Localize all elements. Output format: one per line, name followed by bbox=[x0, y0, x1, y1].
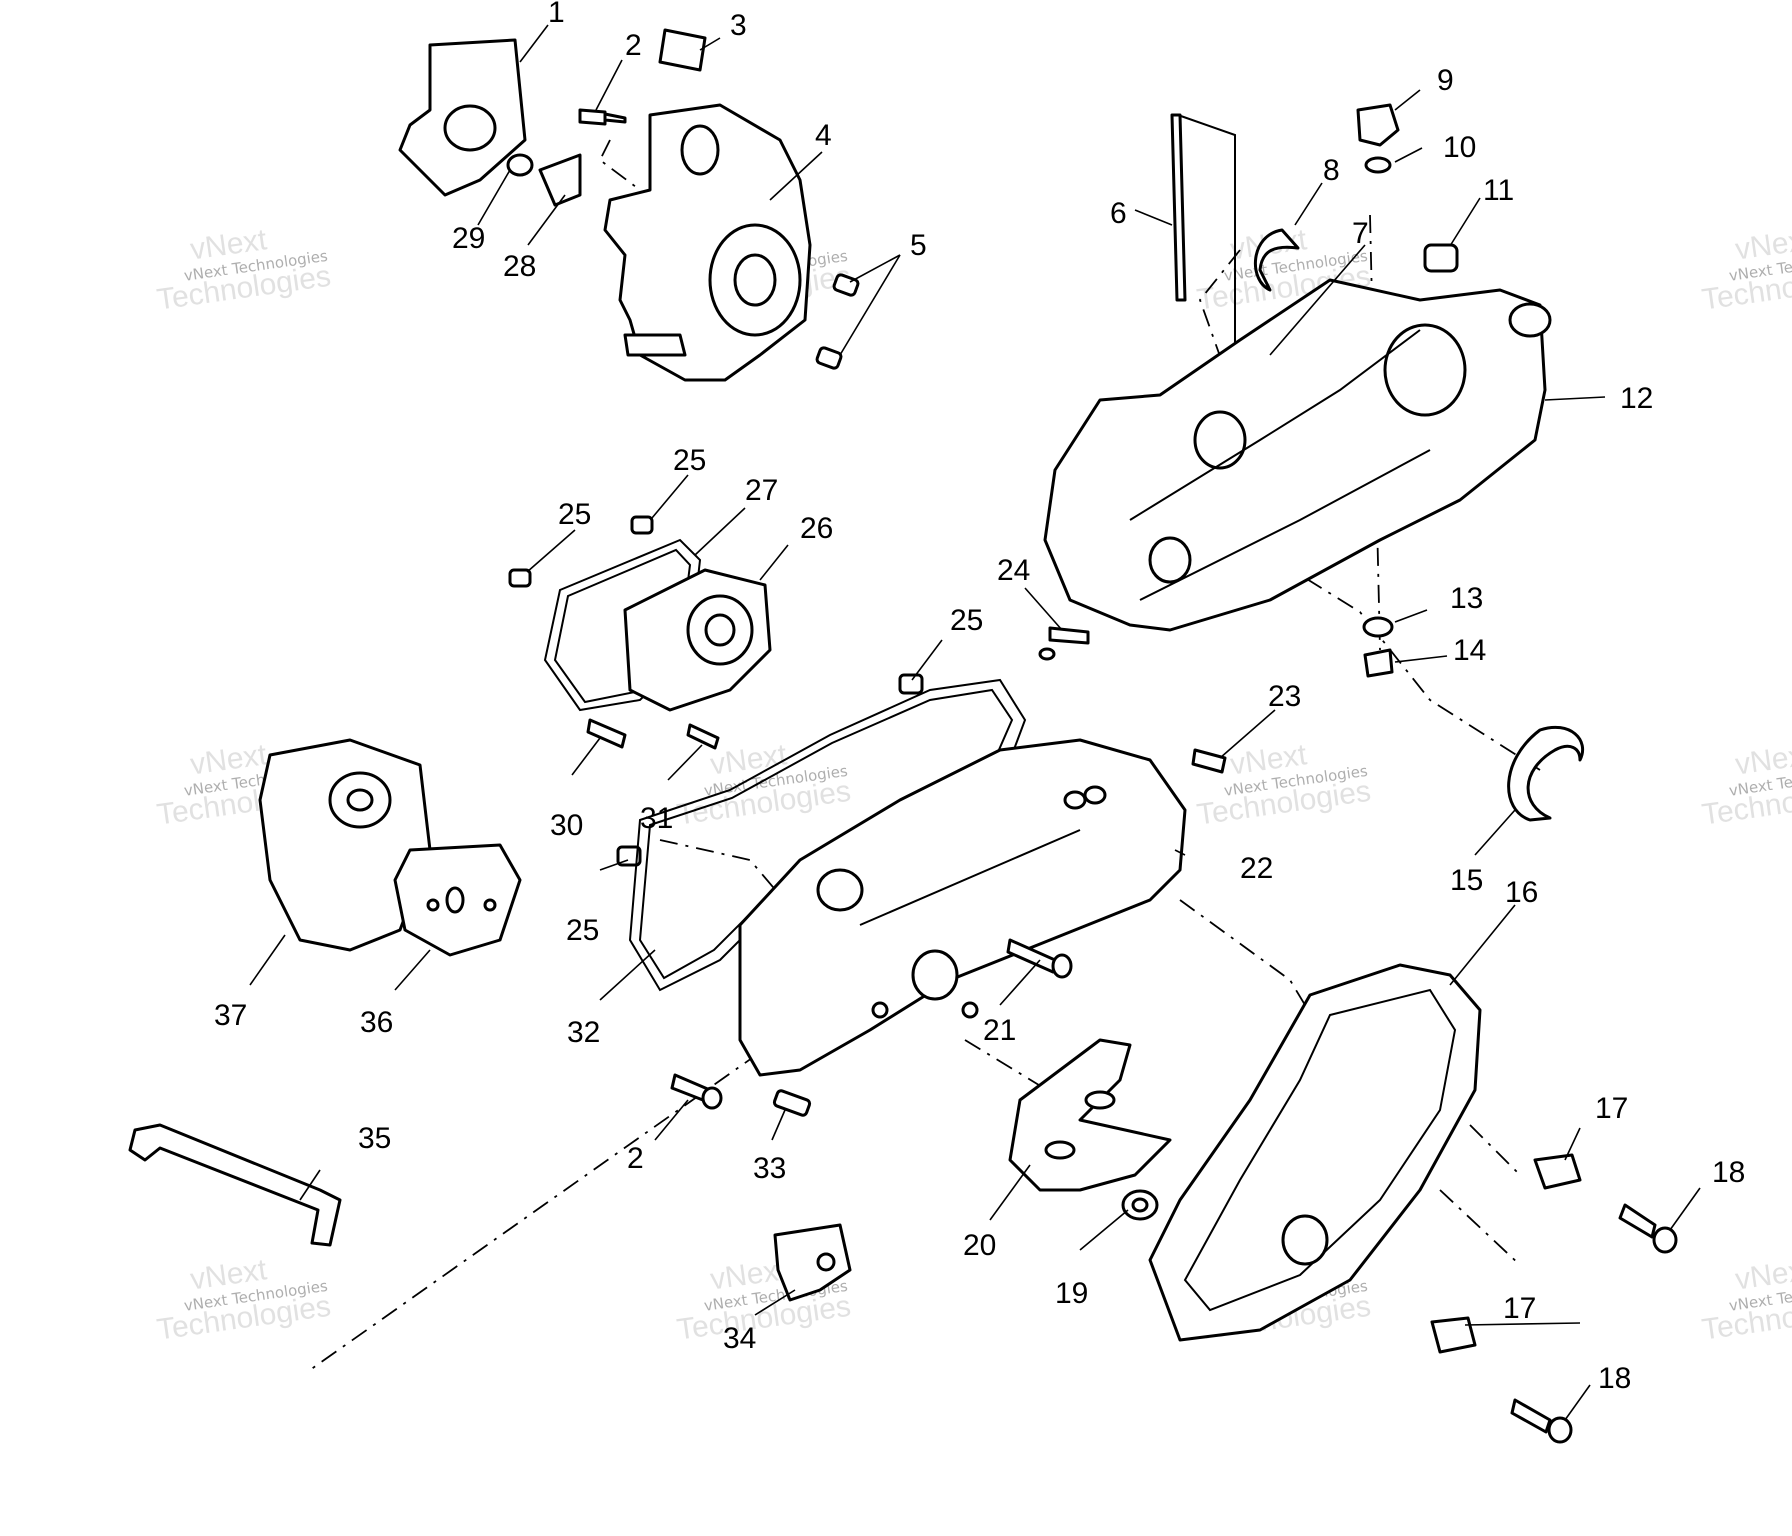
part-25-dowel bbox=[508, 568, 532, 588]
part-10-washer bbox=[1364, 156, 1392, 174]
part-18-bolt bbox=[1510, 1398, 1573, 1444]
part-23-bolt bbox=[1191, 748, 1227, 774]
part-17-cap bbox=[1430, 1316, 1477, 1354]
callout-14: 14 bbox=[1453, 634, 1486, 667]
part-24-bolt bbox=[1038, 626, 1090, 661]
callout-labels: 1 2 3 4 5 29 28 6 8 7 9 10 11 12 13 14 1… bbox=[214, 0, 1745, 1395]
part-28-bracket bbox=[538, 153, 582, 207]
part-4-left-crankcase bbox=[603, 103, 812, 382]
callout-5: 5 bbox=[910, 229, 927, 262]
callout-9: 9 bbox=[1437, 64, 1454, 97]
part-12-right-crankcase bbox=[1043, 278, 1552, 632]
callout-28: 28 bbox=[503, 250, 536, 283]
callout-35: 35 bbox=[358, 1122, 391, 1155]
callout-6: 6 bbox=[1110, 197, 1127, 230]
callout-1: 1 bbox=[548, 0, 565, 29]
watermark: vNext vNext Technologies Technologies bbox=[155, 223, 333, 317]
callout-32: 32 bbox=[567, 1016, 600, 1049]
part-30-bolt bbox=[586, 718, 627, 749]
part-8-clip bbox=[1253, 228, 1300, 292]
part-33-dowel bbox=[772, 1089, 812, 1117]
callout-11: 11 bbox=[1483, 174, 1514, 207]
callout-27: 27 bbox=[745, 474, 778, 507]
callout-21: 21 bbox=[983, 1014, 1016, 1047]
callout-33: 33 bbox=[753, 1152, 786, 1185]
callout-24: 24 bbox=[997, 554, 1030, 587]
callout-12: 12 bbox=[1620, 382, 1653, 415]
callout-18: 18 bbox=[1598, 1362, 1631, 1395]
part-29-bolt bbox=[506, 153, 534, 177]
callout-15: 15 bbox=[1450, 864, 1483, 897]
watermark: vNext vNext Technologies Technologies bbox=[675, 738, 853, 832]
part-15-clamp-ring bbox=[1507, 725, 1585, 822]
part-25-dowel bbox=[898, 673, 924, 695]
part-2-bolt bbox=[670, 1073, 723, 1110]
callout-16: 16 bbox=[1505, 876, 1538, 909]
part-31-bolt bbox=[686, 723, 720, 750]
part-22-transmission-cover bbox=[738, 738, 1187, 1077]
part-17-cap bbox=[1533, 1153, 1582, 1190]
part-19-nut bbox=[1121, 1189, 1159, 1221]
callout-7: 7 bbox=[1352, 217, 1369, 250]
callout-17: 17 bbox=[1503, 1292, 1536, 1325]
callout-36: 36 bbox=[360, 1006, 393, 1039]
callout-31: 31 bbox=[640, 802, 673, 835]
part-13-washer bbox=[1362, 616, 1394, 638]
callout-20: 20 bbox=[963, 1229, 996, 1262]
watermark: vNext vNext Technologies Technologies bbox=[1700, 1253, 1792, 1347]
watermark: vNext vNext Technologies Technologies bbox=[155, 1253, 333, 1347]
part-25-dowel bbox=[630, 515, 654, 535]
part-3-small-block bbox=[658, 28, 707, 72]
callout-34: 34 bbox=[723, 1322, 756, 1355]
part-11-bushing bbox=[1423, 243, 1459, 273]
part-18-bolt bbox=[1618, 1203, 1678, 1254]
part-9-plug bbox=[1356, 103, 1400, 147]
leader-lines bbox=[249, 24, 1701, 1421]
callout-25: 25 bbox=[558, 498, 591, 531]
part-6-rod bbox=[1170, 113, 1236, 380]
callout-4: 4 bbox=[815, 119, 832, 152]
callout-23: 23 bbox=[1268, 680, 1301, 713]
callout-3: 3 bbox=[730, 9, 747, 42]
part-25-dowel bbox=[616, 845, 642, 867]
part-35-tube bbox=[128, 1123, 342, 1247]
callout-25: 25 bbox=[566, 914, 599, 947]
watermark: vNext vNext Technologies Technologies bbox=[1195, 738, 1373, 832]
part-21-bolt bbox=[1006, 938, 1073, 979]
callout-17: 17 bbox=[1595, 1092, 1628, 1125]
callout-8: 8 bbox=[1323, 154, 1340, 187]
part-14-plug bbox=[1363, 648, 1394, 678]
part-34-bracket bbox=[773, 1223, 852, 1302]
part-20-plate bbox=[1008, 1038, 1172, 1192]
watermark: vNext vNext Technologies Technologies bbox=[1700, 738, 1792, 832]
part-2-bolt bbox=[578, 108, 627, 126]
callout-25: 25 bbox=[673, 444, 706, 477]
part-16-outer-cover bbox=[1148, 963, 1482, 1342]
callout-22: 22 bbox=[1240, 852, 1273, 885]
callout-19: 19 bbox=[1055, 1277, 1088, 1310]
watermark: vNext vNext Technologies Technologies bbox=[1700, 223, 1792, 317]
callout-37: 37 bbox=[214, 999, 247, 1032]
callout-25: 25 bbox=[950, 604, 983, 637]
callout-29: 29 bbox=[452, 222, 485, 255]
part-26-cover bbox=[623, 568, 772, 712]
callout-2: 2 bbox=[627, 1142, 644, 1175]
callout-30: 30 bbox=[550, 809, 583, 842]
part-37-cover bbox=[258, 738, 432, 952]
callout-2: 2 bbox=[625, 29, 642, 62]
callout-18: 18 bbox=[1712, 1156, 1745, 1189]
callout-26: 26 bbox=[800, 512, 833, 545]
part-36-gasket-plate bbox=[393, 843, 522, 957]
part-1-gasket-plate bbox=[398, 38, 527, 197]
callout-10: 10 bbox=[1443, 131, 1476, 164]
part-5-dowel bbox=[815, 346, 843, 370]
part-5-dowel bbox=[832, 273, 860, 297]
callout-13: 13 bbox=[1450, 582, 1483, 615]
